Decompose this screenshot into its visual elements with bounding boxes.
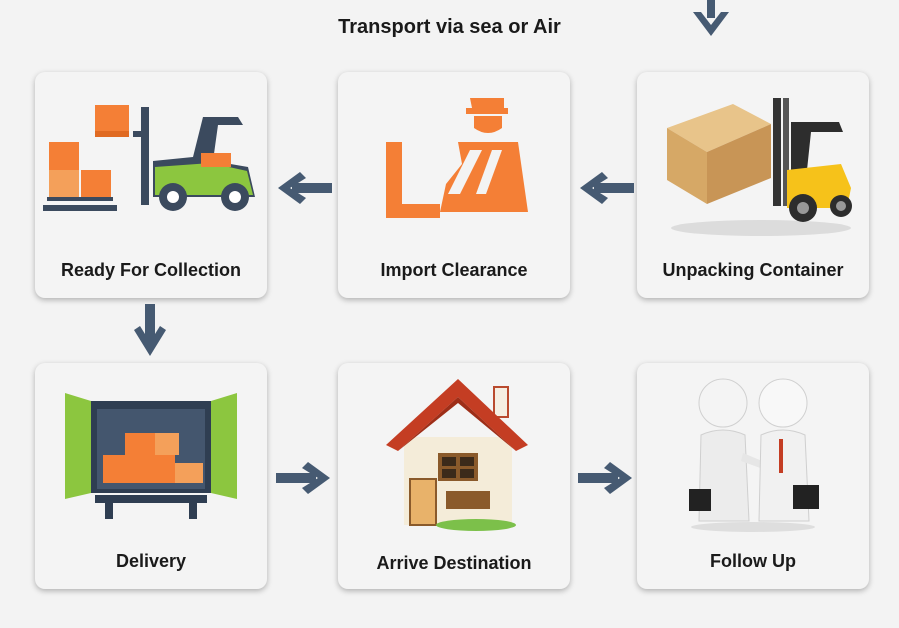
arrow-down-icon xyxy=(693,0,729,36)
step-label-delivery: Delivery xyxy=(115,551,187,571)
arrow-right-icon xyxy=(578,462,632,494)
step-label-arrive-destination: Arrive Destination xyxy=(376,553,532,573)
handshake-icon xyxy=(689,378,819,532)
forklift-carrying-box-icon xyxy=(667,98,852,236)
arrow-right-icon xyxy=(276,462,330,494)
diagram-title: Transport via sea or Air xyxy=(338,16,561,38)
step-card-import-clearance: Import Clearance xyxy=(338,72,570,298)
forklift-with-boxes-icon xyxy=(43,105,255,211)
step-label-follow-up: Follow Up xyxy=(710,551,796,571)
step-card-ready-for-collection: Ready For Collection xyxy=(35,72,267,298)
customs-officer-icon xyxy=(386,98,528,218)
step-card-arrive-destination: Arrive Destination xyxy=(338,363,570,589)
arrow-left-icon xyxy=(278,172,332,204)
house-icon xyxy=(386,379,528,531)
step-card-follow-up: Follow Up xyxy=(637,363,869,589)
arrow-left-icon xyxy=(580,172,634,204)
step-label-import-clearance: Import Clearance xyxy=(380,260,528,280)
step-card-unpacking-container: Unpacking Container xyxy=(637,72,869,298)
arrow-down-icon xyxy=(134,304,166,356)
step-label-unpacking-container: Unpacking Container xyxy=(662,260,844,280)
step-card-delivery: Delivery xyxy=(35,363,267,589)
open-truck-container-icon xyxy=(65,393,237,519)
step-label-ready-for-collection: Ready For Collection xyxy=(60,260,242,280)
